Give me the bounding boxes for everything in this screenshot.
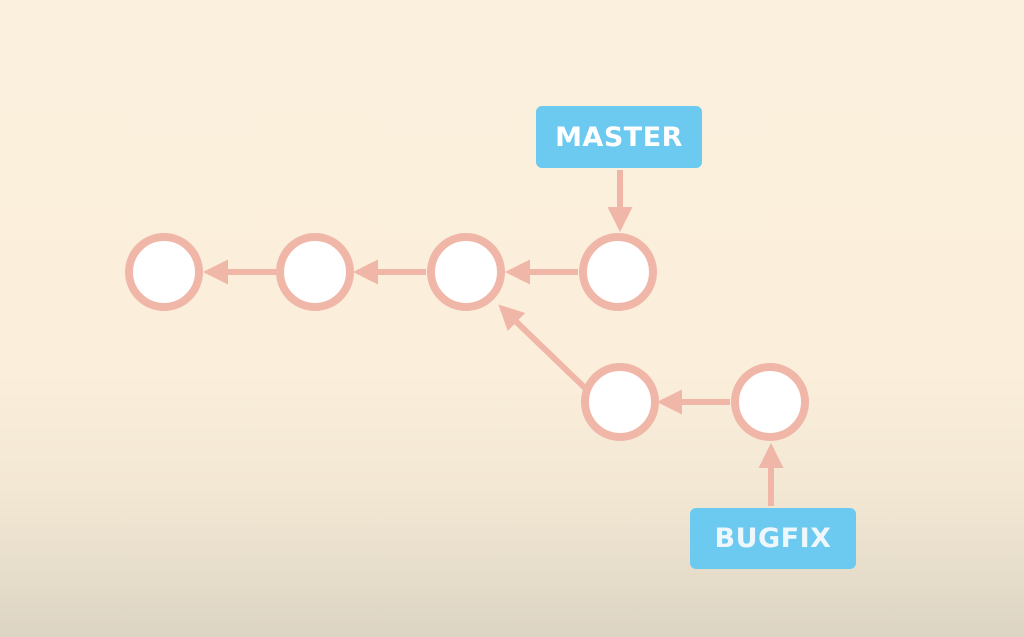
commit-node-2 [276, 233, 354, 311]
commit-node-3 [427, 233, 505, 311]
master-branch-label: MASTER [536, 106, 702, 168]
commit-node-bugfix-1 [581, 363, 659, 441]
commit-node-bugfix-2 [731, 363, 809, 441]
bugfix-branch-label: BUGFIX [690, 508, 856, 569]
commit-node-1 [125, 233, 203, 311]
commit-node-master [579, 233, 657, 311]
arrow-bugfix-commit-1-to-3 [498, 304, 588, 391]
